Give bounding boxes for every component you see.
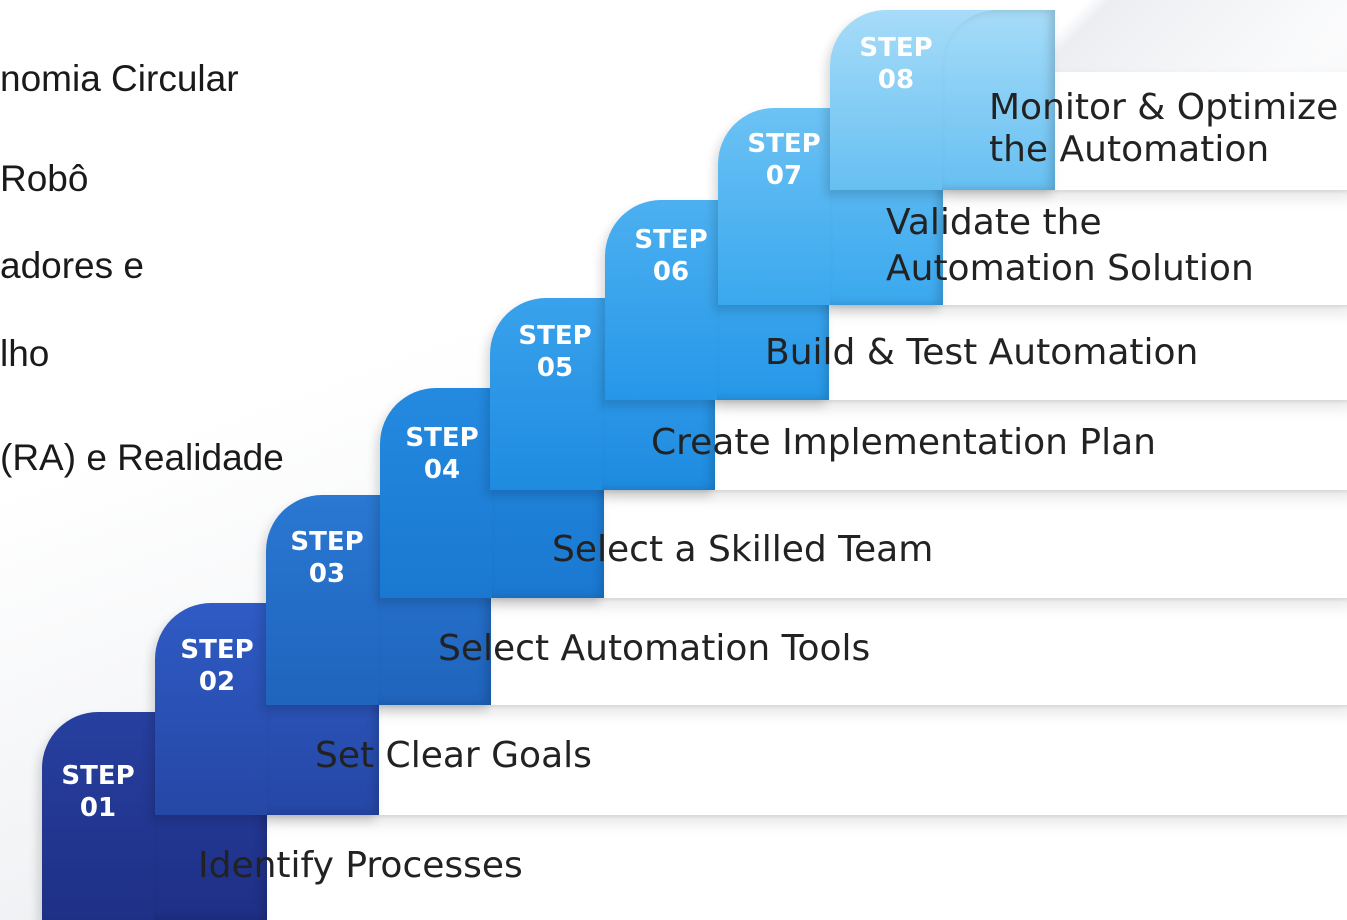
step-03-number: 03 bbox=[308, 559, 346, 589]
step-04-title: Select a Skilled Team bbox=[552, 529, 934, 570]
step-06-word: STEP bbox=[634, 225, 708, 255]
step-02-number: 02 bbox=[198, 667, 236, 697]
tread-step-05 bbox=[603, 400, 1347, 490]
step-04-number: 04 bbox=[423, 455, 461, 485]
step-05-title: Create Implementation Plan bbox=[651, 422, 1156, 463]
side-text-line-5: (RA) e Realidade bbox=[0, 437, 284, 478]
step-08-riser-shade bbox=[942, 10, 1055, 190]
tread-step-03 bbox=[378, 598, 1347, 705]
tread-step-01 bbox=[155, 815, 1347, 920]
side-text-line-3: adores e bbox=[0, 245, 144, 286]
step-08-label: STEP 08 bbox=[840, 32, 952, 96]
step-07-label: STEP 07 bbox=[728, 128, 840, 192]
step-06-number: 06 bbox=[652, 257, 690, 287]
step-01-title: Identify Processes bbox=[198, 845, 523, 886]
step-08-riser bbox=[830, 10, 1055, 190]
step-08-word: STEP bbox=[859, 33, 933, 63]
step-03-word: STEP bbox=[290, 527, 364, 557]
step-05-label: STEP 05 bbox=[499, 320, 611, 384]
step-03-label: STEP 03 bbox=[271, 526, 383, 590]
step-07-number: 07 bbox=[765, 161, 803, 191]
side-text-line-4: lho bbox=[0, 333, 50, 374]
step-02-word: STEP bbox=[180, 635, 254, 665]
step-02-title: Set Clear Goals bbox=[315, 735, 592, 776]
tread-step-04 bbox=[490, 490, 1347, 598]
side-text-line-2: Robô bbox=[0, 158, 89, 199]
step-07-title: Validate the Automation Solution bbox=[886, 202, 1254, 289]
step-01-number: 01 bbox=[79, 793, 117, 823]
step-04-label: STEP 04 bbox=[386, 422, 498, 486]
step-03-title: Select Automation Tools bbox=[438, 628, 871, 669]
step-01-label: STEP 01 bbox=[42, 760, 154, 824]
step-06-label: STEP 06 bbox=[615, 224, 727, 288]
step-05-number: 05 bbox=[536, 353, 574, 383]
side-text-line-1: nomia Circular bbox=[0, 58, 239, 99]
step-04-word: STEP bbox=[405, 423, 479, 453]
tread-step-02 bbox=[265, 705, 1347, 815]
step-07-word: STEP bbox=[747, 129, 821, 159]
step-06-title: Build & Test Automation bbox=[765, 332, 1199, 373]
step-08-number: 08 bbox=[877, 65, 915, 95]
step-01-word: STEP bbox=[61, 761, 135, 791]
step-02-label: STEP 02 bbox=[161, 634, 273, 698]
step-05-word: STEP bbox=[518, 321, 592, 351]
step-08-title: Monitor & Optimize the Automation bbox=[989, 87, 1339, 170]
